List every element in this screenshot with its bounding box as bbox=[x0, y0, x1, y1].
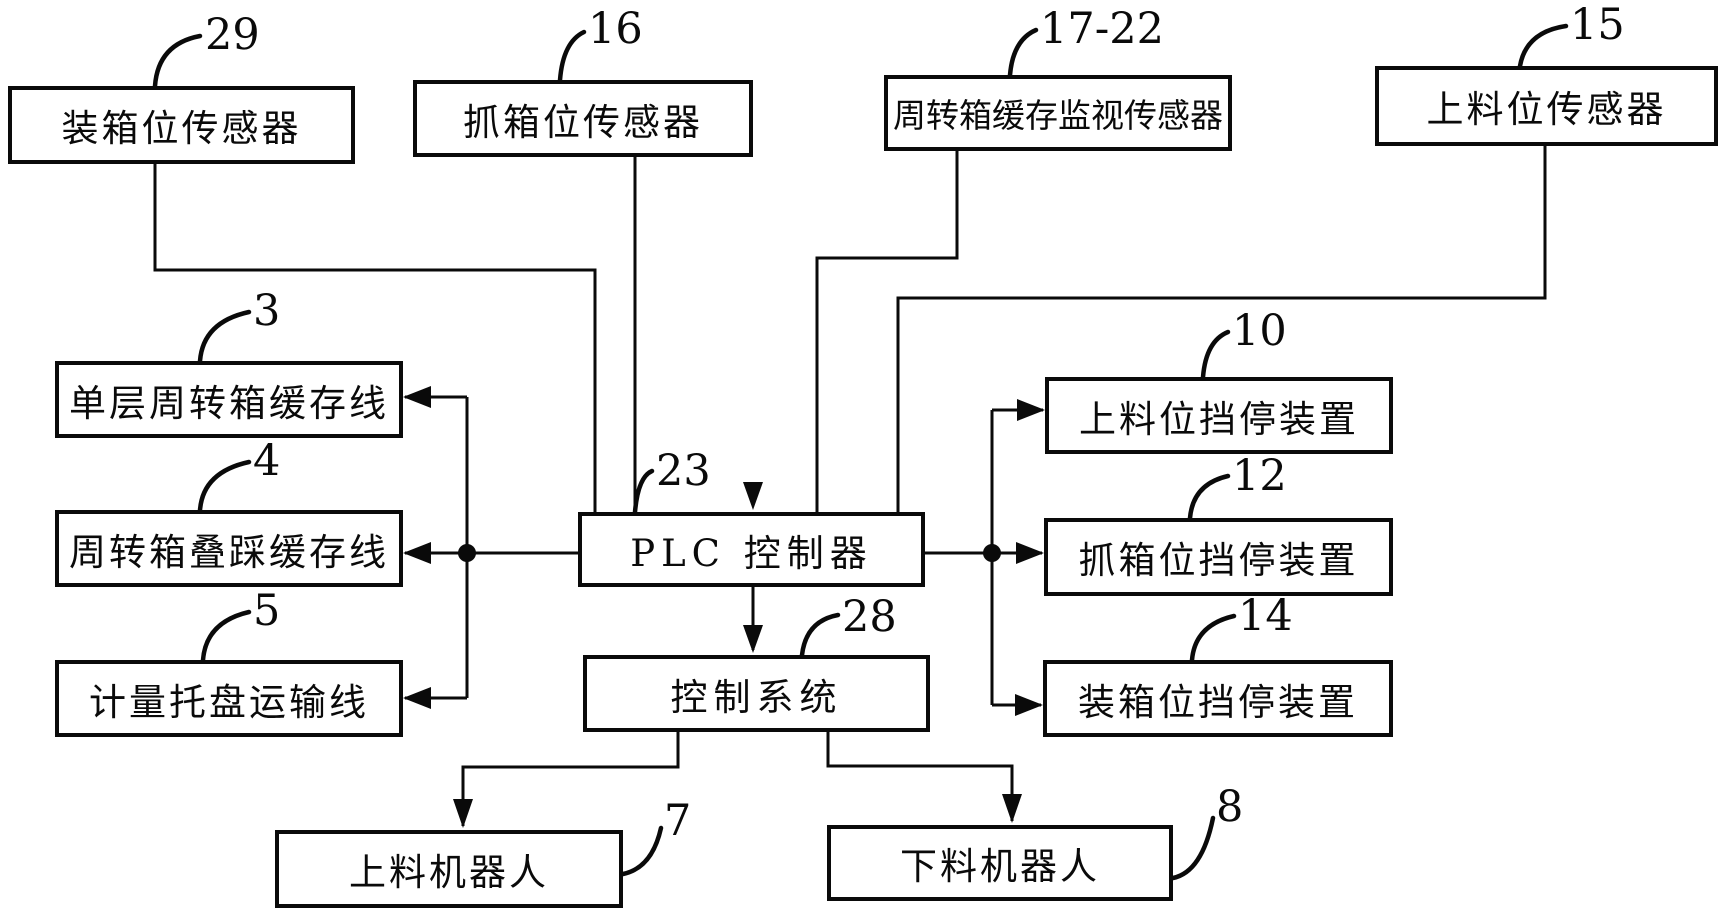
leader-14 bbox=[1189, 613, 1237, 663]
junction-dot-left bbox=[458, 544, 476, 562]
ref-4: 4 bbox=[253, 436, 281, 486]
arrowhead-into-b12 bbox=[1016, 542, 1044, 564]
leader-23 bbox=[632, 468, 655, 515]
node-label: 装箱位挡停装置 bbox=[1078, 680, 1358, 724]
arrowhead-into-plc-top bbox=[743, 482, 763, 510]
arrowhead-into-b4 bbox=[403, 542, 431, 564]
arrowhead-into-b5 bbox=[403, 687, 431, 709]
ref-14: 14 bbox=[1238, 591, 1293, 641]
node-label: 下料机器人 bbox=[900, 845, 1100, 888]
node-label: 上料位传感器 bbox=[1426, 88, 1667, 131]
leader-8 bbox=[1170, 815, 1216, 881]
ref-15: 15 bbox=[1570, 0, 1625, 50]
ref-10: 10 bbox=[1232, 306, 1287, 356]
connector-b1722-plc bbox=[815, 151, 959, 512]
node-label: 控制系统 bbox=[670, 675, 843, 719]
node-plc-controller: PLC 控制器 bbox=[578, 512, 925, 587]
node-loading-robot: 上料机器人 bbox=[275, 830, 623, 908]
leader-7 bbox=[620, 825, 664, 877]
node-label: 抓箱位挡停装置 bbox=[1078, 539, 1359, 582]
node-tote-stacking-buffer-line: 周转箱叠踩缓存线 bbox=[55, 510, 403, 587]
leader-16 bbox=[557, 29, 587, 83]
node-packing-position-stopper: 装箱位挡停装置 bbox=[1043, 660, 1393, 737]
connector-ctrl-r7 bbox=[461, 732, 680, 826]
arrowhead-into-b14 bbox=[1015, 694, 1043, 716]
node-grab-position-stopper: 抓箱位挡停装置 bbox=[1044, 518, 1393, 596]
connector-b15-plc bbox=[896, 146, 1547, 512]
node-label: 上料位挡停装置 bbox=[1079, 397, 1359, 441]
node-label: 单层周转箱缓存线 bbox=[69, 381, 389, 425]
ref-23: 23 bbox=[656, 446, 711, 496]
leader-17-22 bbox=[1007, 27, 1039, 78]
node-grab-position-sensor: 抓箱位传感器 bbox=[413, 80, 753, 157]
arrowhead-into-r7 bbox=[453, 799, 473, 828]
junction-dot-right bbox=[983, 544, 1001, 562]
arrowhead-into-ctrl bbox=[743, 625, 763, 653]
node-label: PLC 控制器 bbox=[630, 531, 873, 575]
arrowhead-into-r8 bbox=[1002, 794, 1022, 823]
node-label: 装箱位传感器 bbox=[61, 107, 302, 150]
node-unloading-robot: 下料机器人 bbox=[827, 825, 1173, 901]
arrowhead-into-b10 bbox=[1017, 399, 1045, 421]
node-control-system: 控制系统 bbox=[583, 655, 930, 732]
node-label: 周转箱缓存监视传感器 bbox=[893, 96, 1223, 135]
ref-29: 29 bbox=[205, 10, 260, 60]
ref-17-22: 17-22 bbox=[1040, 4, 1164, 54]
leader-4 bbox=[197, 459, 252, 513]
ref-5: 5 bbox=[253, 586, 281, 636]
node-loading-position-stopper: 上料位挡停装置 bbox=[1045, 377, 1393, 454]
ref-7: 7 bbox=[664, 796, 692, 846]
ref-3: 3 bbox=[253, 286, 281, 336]
leader-15 bbox=[1517, 23, 1569, 69]
node-metering-pallet-transport-line: 计量托盘运输线 bbox=[55, 660, 403, 737]
connector-ctrl-r8 bbox=[826, 732, 1014, 821]
node-tote-buffer-monitor-sensor: 周转箱缓存监视传感器 bbox=[884, 75, 1232, 151]
leader-3 bbox=[197, 309, 252, 364]
leader-12 bbox=[1187, 473, 1231, 521]
ref-16: 16 bbox=[588, 4, 643, 54]
leader-29 bbox=[152, 33, 203, 89]
node-label: 周转箱叠踩缓存线 bbox=[69, 530, 389, 574]
node-label: 计量托盘运输线 bbox=[89, 680, 369, 724]
connector-b29-plc bbox=[153, 164, 597, 512]
node-single-layer-tote-buffer-line: 单层周转箱缓存线 bbox=[55, 361, 403, 438]
arrowhead-into-b3 bbox=[403, 386, 431, 408]
node-label: 抓箱位传感器 bbox=[463, 100, 703, 144]
node-label: 上料机器人 bbox=[349, 851, 549, 894]
ref-28: 28 bbox=[842, 592, 897, 642]
ref-12: 12 bbox=[1232, 451, 1287, 501]
ref-8: 8 bbox=[1216, 782, 1244, 832]
node-loading-position-sensor: 上料位传感器 bbox=[1375, 66, 1718, 146]
leader-10 bbox=[1200, 329, 1231, 380]
leader-28 bbox=[799, 612, 841, 658]
leader-5 bbox=[200, 609, 252, 663]
node-packing-position-sensor: 装箱位传感器 bbox=[8, 86, 355, 164]
